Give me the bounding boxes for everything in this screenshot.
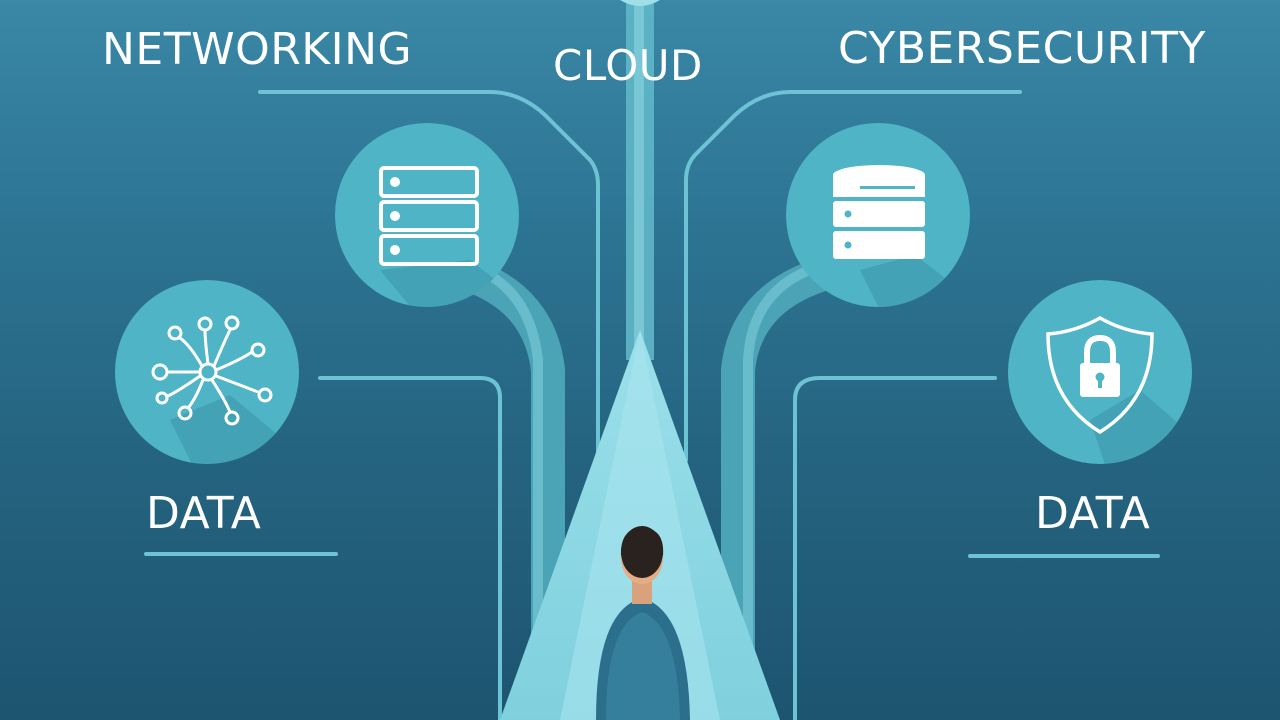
network-nodes-icon	[151, 315, 273, 426]
cloud-label: CLOUD	[553, 41, 703, 90]
person-figure	[596, 526, 690, 720]
server-rack-circle	[335, 123, 519, 307]
cybersecurity-label: CYBERSECURITY	[838, 23, 1206, 74]
networking-label: NETWORKING	[102, 24, 413, 75]
network-nodes-circle	[115, 280, 299, 464]
top-trunk	[620, 0, 660, 360]
server-rack-icon	[379, 166, 479, 266]
database-server-icon	[833, 165, 925, 259]
shield-lock-icon	[1046, 315, 1154, 435]
data-label-left: DATA	[146, 488, 262, 539]
data-label-right: DATA	[1035, 488, 1151, 539]
light-path	[500, 330, 780, 720]
guide-lines	[144, 90, 1160, 720]
database-server-circle	[786, 123, 970, 307]
shield-lock-circle	[1008, 280, 1192, 464]
